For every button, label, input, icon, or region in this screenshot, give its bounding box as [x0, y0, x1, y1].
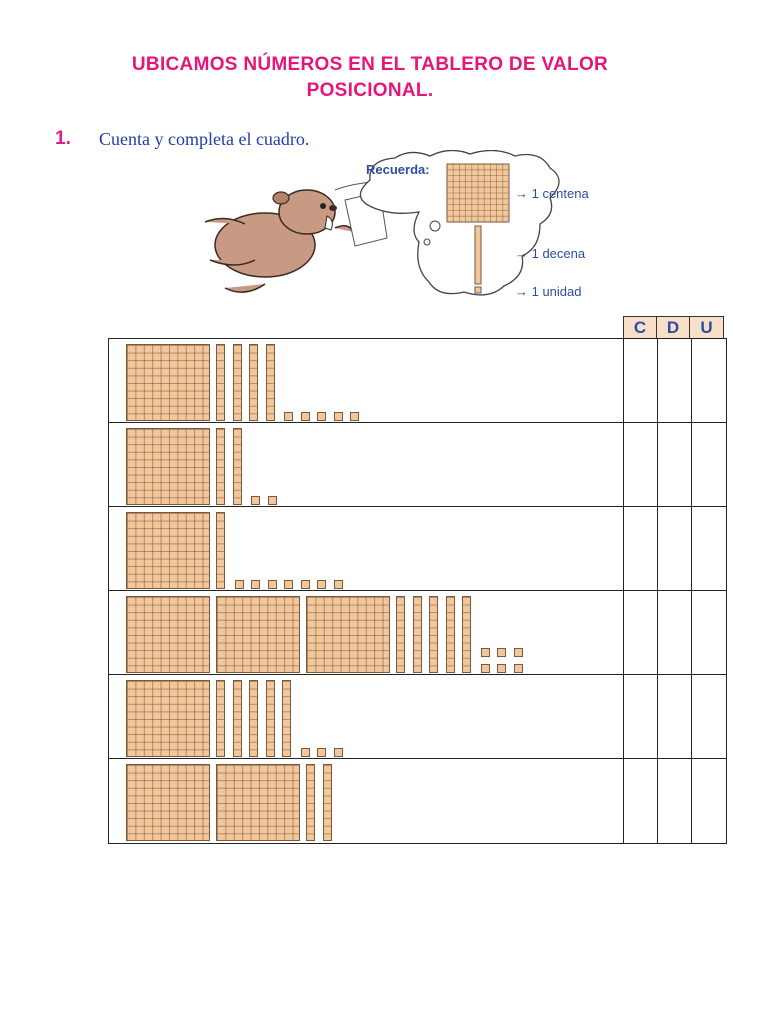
unit-block — [267, 580, 277, 589]
title-line-1: UBICAMOS NÚMEROS EN EL TABLERO DE VALOR — [131, 54, 609, 75]
answer-cell-u[interactable] — [693, 423, 725, 507]
ten-block — [306, 764, 315, 841]
answer-cell-d[interactable] — [659, 507, 691, 591]
reminder-illustration: Recuerda: → 1 centena → 1 decena → 1 uni… — [204, 150, 589, 299]
unit-block — [251, 496, 260, 505]
column-header-d: D — [657, 317, 690, 339]
unit-block — [497, 648, 506, 657]
answer-cell-d[interactable] — [659, 339, 691, 423]
answer-cell-d[interactable] — [659, 675, 691, 759]
answer-cell-c[interactable] — [625, 759, 657, 843]
exercise-number: 1. — [55, 128, 71, 149]
worksheet-title: UBICAMOS NÚMEROS EN EL TABLERO DE VALOR … — [60, 52, 680, 104]
column-header-c: C — [624, 317, 657, 339]
hundred-block — [216, 764, 300, 841]
answer-cell-u[interactable] — [693, 675, 725, 759]
ten-block — [232, 680, 242, 757]
table-row — [109, 339, 726, 423]
ten-block — [462, 596, 471, 673]
ten-block — [265, 344, 275, 421]
unidad-label: → 1 unidad — [515, 284, 582, 299]
divider-u — [691, 339, 692, 843]
ten-block — [232, 428, 242, 505]
unit-block — [284, 580, 293, 589]
ten-block — [412, 596, 422, 673]
hundred-block — [126, 596, 210, 673]
ten-block — [322, 764, 332, 841]
divider-d — [657, 339, 658, 843]
answer-cell-d[interactable] — [659, 423, 691, 507]
hundred-block — [126, 680, 210, 757]
hundred-block — [126, 764, 210, 841]
table-row — [109, 591, 726, 675]
unit-block — [333, 748, 343, 757]
unit-block — [317, 580, 326, 589]
answer-cell-c[interactable] — [625, 591, 657, 675]
table-row — [109, 507, 726, 591]
unit-block — [317, 412, 326, 421]
ten-block — [249, 344, 258, 421]
ten-block — [216, 428, 225, 505]
unit-block-sample — [474, 286, 482, 294]
answer-cell-c[interactable] — [625, 339, 657, 423]
column-header-u: U — [700, 318, 713, 337]
centena-label: → 1 centena — [515, 186, 589, 201]
unit-block — [350, 412, 359, 421]
answer-cell-d[interactable] — [659, 591, 691, 675]
answer-cell-c[interactable] — [625, 675, 657, 759]
answer-cell-c[interactable] — [625, 507, 657, 591]
ten-block — [396, 596, 405, 673]
hundred-block — [216, 596, 300, 673]
answer-cell-u[interactable] — [693, 591, 725, 675]
decena-label: → 1 decena — [515, 246, 586, 261]
place-value-table — [108, 338, 727, 844]
hundred-block — [126, 512, 210, 589]
unit-block — [513, 664, 523, 673]
reminder-heading: Recuerda: — [366, 162, 430, 177]
ten-block — [429, 596, 438, 673]
answer-cell-c[interactable] — [625, 423, 657, 507]
cdu-header: C D U — [623, 316, 724, 339]
unit-block — [284, 412, 293, 421]
marmot-illustration — [204, 189, 354, 293]
exercise-instruction: Cuenta y completa el cuadro. — [99, 129, 310, 149]
ten-block — [445, 596, 455, 673]
ten-block — [282, 680, 291, 757]
unit-block — [300, 748, 310, 757]
unit-block — [317, 748, 326, 757]
unit-block — [267, 496, 277, 505]
ten-block — [216, 344, 225, 421]
hundred-block — [306, 596, 390, 673]
answer-cell-u[interactable] — [693, 507, 725, 591]
unit-block — [480, 664, 490, 673]
unit-block — [513, 648, 523, 657]
ten-block — [249, 680, 258, 757]
hundred-block — [126, 344, 210, 421]
title-line-2: POSICIONAL. — [306, 80, 434, 101]
unit-block — [234, 580, 244, 589]
unit-block — [333, 580, 343, 589]
divider-c — [623, 339, 624, 843]
hundred-block — [126, 428, 210, 505]
answer-cell-u[interactable] — [693, 759, 725, 843]
unit-block — [300, 580, 310, 589]
table-row — [109, 423, 726, 507]
unit-block — [300, 412, 310, 421]
ten-block — [216, 680, 225, 757]
answer-cell-u[interactable] — [693, 339, 725, 423]
answer-cell-d[interactable] — [659, 759, 691, 843]
table-row — [109, 675, 726, 759]
ten-block — [216, 512, 225, 589]
unit-block — [251, 580, 260, 589]
ten-block-sample — [474, 225, 482, 285]
unit-block — [333, 412, 343, 421]
unit-block — [497, 664, 506, 673]
ten-block — [265, 680, 275, 757]
table-row — [109, 759, 726, 843]
ten-block — [232, 344, 242, 421]
unit-block — [480, 648, 490, 657]
